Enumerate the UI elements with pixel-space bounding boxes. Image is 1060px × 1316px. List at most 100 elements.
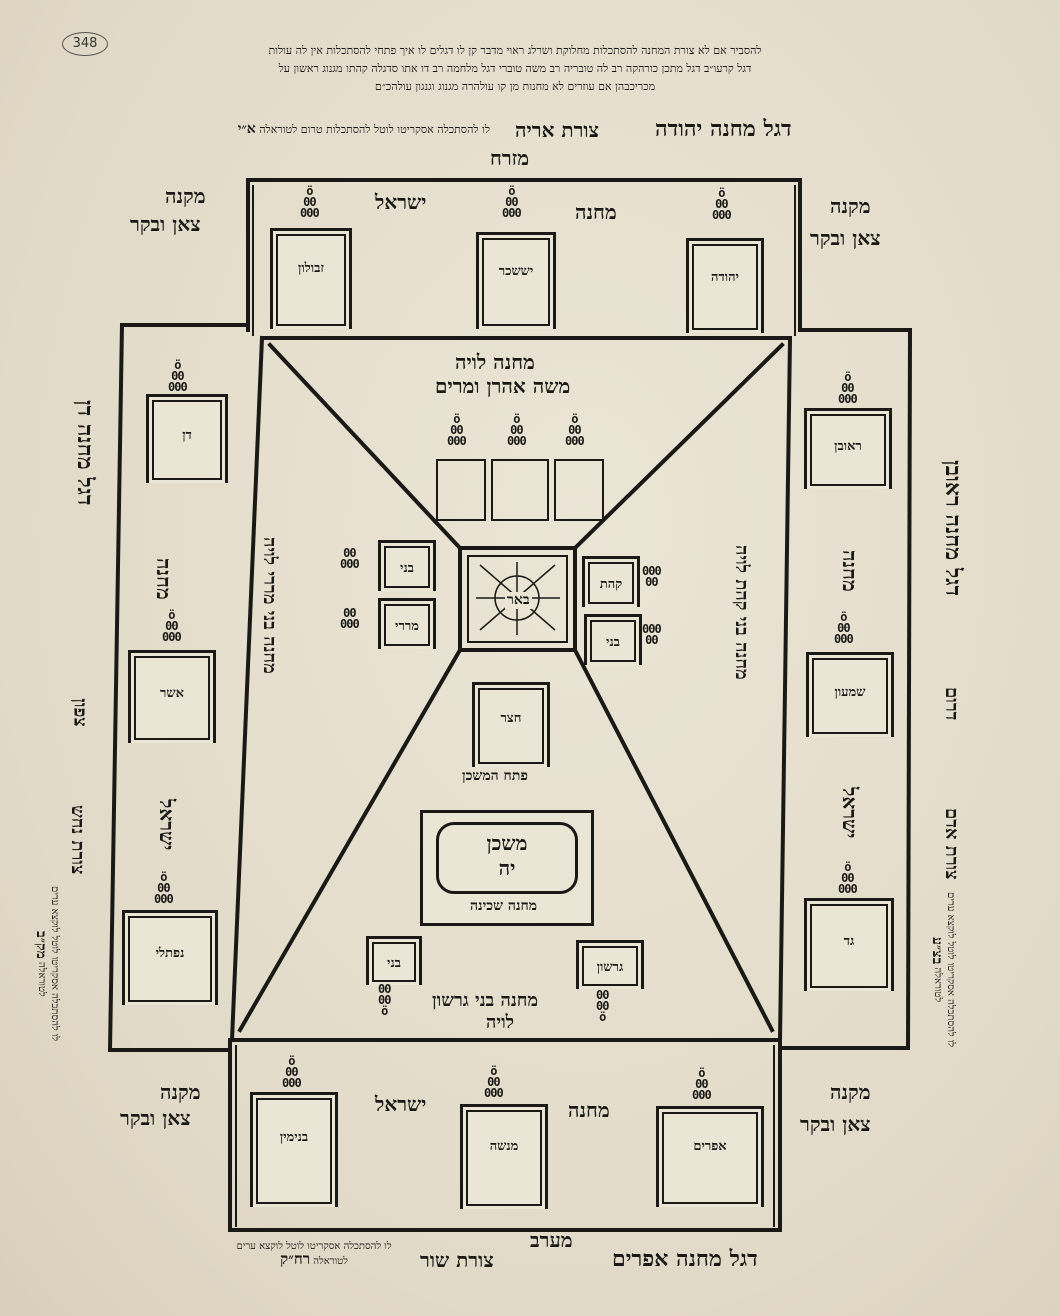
tent-levi-south-1-label: קהת (599, 576, 623, 592)
tent-shimon-label: שמעון (834, 684, 866, 700)
bottom-note-tag: רח״ק (280, 1250, 311, 1268)
tent-efraim: אפרים (656, 1106, 764, 1207)
mishkan-label: משכן (486, 831, 528, 855)
levi-camp-label: מחנה לויה (455, 350, 535, 374)
tent-menashe: מנשה (460, 1104, 548, 1209)
tent-levi-south-1: קהת (582, 556, 640, 607)
top-note-text: לו להסתכלה אסקריטו לוטל להסתכלות טרום לט… (259, 123, 490, 136)
corner-sw-label-2: צאן ובקר (120, 1106, 191, 1130)
tent-menashe-label: מנשה (489, 1138, 519, 1154)
left-yisrael: ישראל (155, 798, 179, 850)
top-machaneh: מחנה (575, 200, 617, 224)
west-levi-label-2: לויה (486, 1012, 515, 1033)
tent-shimon: שמעון (806, 652, 894, 737)
mishkan-ark: משכן יה (436, 822, 578, 894)
right-degel-label: דגל מחנה ראובן (940, 459, 966, 596)
tent-naftali: נפתלי (122, 910, 218, 1005)
corner-ne-label-2: צאן ובקר (810, 226, 881, 250)
top-direction: מזרח (490, 146, 530, 170)
tent-dan: דן (146, 394, 228, 483)
tent-gad-label: גד (843, 933, 855, 949)
tent-binyamin: בנימין (250, 1092, 338, 1207)
tent-levi-west-1: בני (366, 936, 422, 985)
well-label: באר (505, 592, 532, 609)
tent-yehuda-label: יהודה (711, 269, 739, 285)
tent-efraim-label: אפרים (693, 1139, 727, 1155)
left-form: צורת נחש (67, 804, 88, 874)
bottom-note-text: לו להסתכלה אסקריטו לוטל לוקצא ערים לטורא… (236, 1241, 392, 1267)
right-direction: דרום (941, 686, 962, 720)
shechina-label: מחנה שכינה (470, 898, 538, 914)
tent-naftali-label: נפתלי (155, 946, 185, 962)
tent-levi-south-2: בני (584, 614, 642, 665)
right-machaneh: מחנה (838, 550, 862, 592)
corner-ne-label-1: מקנה (830, 194, 871, 218)
corner-se-label-2: צאן ובקר (800, 1112, 871, 1136)
top-form-label: צורת אריה (515, 118, 599, 142)
tent-zevulun: זבולון (270, 228, 352, 329)
left-degel-label: דגל מחנה דן (72, 400, 98, 506)
south-levi-label: מחנה בני קהת לויה (731, 545, 752, 680)
left-note-tag: מק״ב (33, 931, 49, 960)
bottom-degel-label: דגל מחנה אפרים (612, 1246, 758, 1272)
tent-asher: אשר (128, 650, 216, 743)
left-direction: צפון (69, 698, 91, 727)
north-levi-label: מחנה בני מררי לויה (259, 537, 280, 674)
tent-levi-west-2-label: גרשון (596, 960, 624, 976)
tent-yissachar: יששכר (476, 232, 556, 329)
courtyard-label: חצר (500, 710, 522, 726)
tent-yissachar-label: יששכר (498, 264, 534, 280)
header-line-1: להסביר אם לא צורת המחנה להסתכלות מחלוקת … (268, 44, 762, 57)
top-note: לו להסתכלה אסקריטו לוטל להסתכלות טרום לט… (238, 122, 490, 137)
bottom-yisrael: ישראל (375, 1092, 427, 1116)
corner-sw-label-1: מקנה (160, 1080, 201, 1104)
tent-gad: גד (804, 898, 894, 991)
corner-se-label-1: מקנה (830, 1080, 871, 1104)
top-yisrael: ישראל (375, 190, 427, 214)
bottom-machaneh: מחנה (568, 1098, 610, 1122)
header-line-3: מכריכבהן אם עוזרים לא מחנות מן קו עולהרה… (374, 80, 656, 93)
moshe-label: משה אהרן ומרים (435, 374, 571, 398)
bottom-note: לו להסתכלה אסקריטו לוטל לוקצא ערים לטורא… (224, 1240, 404, 1268)
right-note: לו להסתכלה אסקריטו לוטל לוקצא ערים לטורא… (929, 890, 957, 1050)
right-note-text: לו להסתכלה אסקריטו לוטל לוקצא ערים לטורא… (932, 892, 956, 1048)
right-note-tag: בצ״ע (929, 937, 945, 965)
top-degel-label: דגל מחנה יהודה (655, 116, 792, 142)
mishkan-name: יה (498, 856, 516, 880)
entrance-label: פתח המשכן (462, 768, 528, 784)
tent-asher-label: אשר (160, 685, 184, 701)
page-number: 348 (62, 32, 108, 56)
west-levi-label-1: מחנה בני גרשון (432, 990, 539, 1011)
tent-levi-west-2: גרשון (576, 940, 644, 989)
tent-courtyard: חצר (472, 682, 550, 767)
bottom-direction: מערב (530, 1228, 573, 1252)
tent-levi-south-2-label: בני (606, 634, 620, 650)
bottom-form: צורת שור (420, 1248, 494, 1272)
tent-levi-north-2-label: מררי (395, 618, 419, 634)
left-note-text: לו להסתכלה אסקריטו לוטל לוקצא ערים לטורא… (36, 886, 60, 1042)
tent-reuven: ראובן (804, 408, 892, 489)
corner-nw-label-1: מקנה (165, 184, 206, 208)
top-note-tag: א״י (237, 121, 256, 137)
header-line-2: דגל קרעו״ב דגל מתכן כורהקה רב לה טובריה … (278, 62, 752, 75)
tent-reuven-label: ראובן (834, 439, 862, 455)
